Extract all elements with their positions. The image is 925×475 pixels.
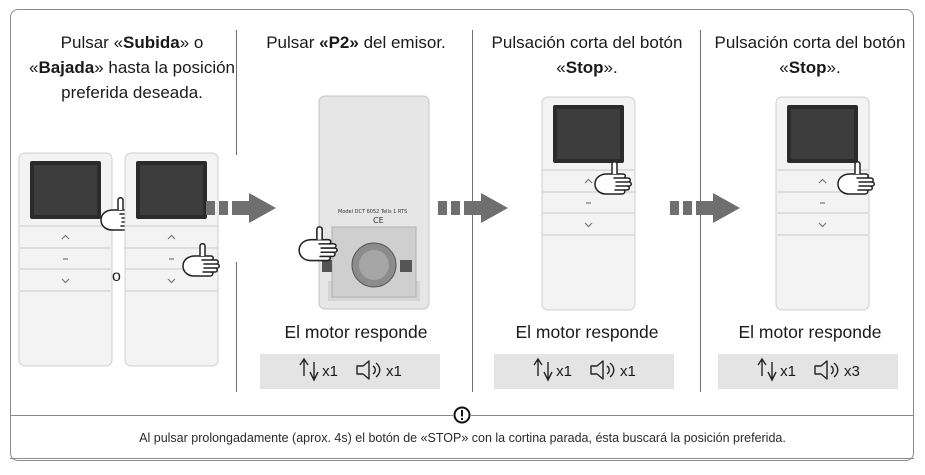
right-arrow-icon [206, 193, 276, 228]
remote-control-icon: Model DCT 6052 Telis 1 RTS CE [318, 95, 430, 310]
speaker-icon [588, 358, 618, 386]
remote-control-icon [18, 152, 113, 367]
motor-updown-icon [298, 356, 320, 388]
hand-pointer-icon [835, 160, 879, 202]
step4-caption: Pulsación corta del botón «Stop». [714, 33, 906, 77]
hand-pointer-icon [592, 160, 636, 202]
or-text: o [112, 268, 121, 285]
footnote-text: Al pulsar prolongadamente (aprox. 4s) el… [139, 431, 786, 445]
feedback-indicator: x1 x1 [494, 354, 674, 389]
motor-response-label: El motor responde [738, 322, 882, 342]
feedback-indicator: x1 x3 [718, 354, 898, 389]
warning-icon [453, 406, 471, 424]
remote-back-label: Model DCT 6052 Telis 1 RTS [338, 209, 407, 215]
remote-control-icon [775, 96, 870, 311]
instruction-frame [10, 9, 914, 461]
step2-caption: Pulsar «P2» del emisor. [266, 33, 446, 52]
speaker-icon [354, 358, 384, 386]
hand-pointer-icon [180, 242, 224, 284]
svg-text:CE: CE [373, 216, 384, 225]
right-arrow-icon [670, 193, 740, 228]
step1-caption: Pulsar «Subida» o «Bajada» hasta la posi… [28, 33, 236, 102]
feedback-indicator: x1 x1 [260, 354, 440, 389]
note-divider [10, 458, 914, 459]
hand-pointer-icon [296, 225, 342, 269]
motor-updown-icon [532, 356, 554, 388]
right-arrow-icon [438, 193, 508, 228]
step-divider [236, 30, 237, 155]
step-divider [236, 262, 237, 392]
remote-control-icon [541, 96, 636, 311]
motor-updown-icon [756, 356, 778, 388]
step3-caption: Pulsación corta del botón «Stop». [491, 33, 683, 77]
motor-response-label: El motor responde [515, 322, 659, 342]
speaker-icon [812, 358, 842, 386]
motor-response-label: El motor responde [284, 322, 428, 342]
